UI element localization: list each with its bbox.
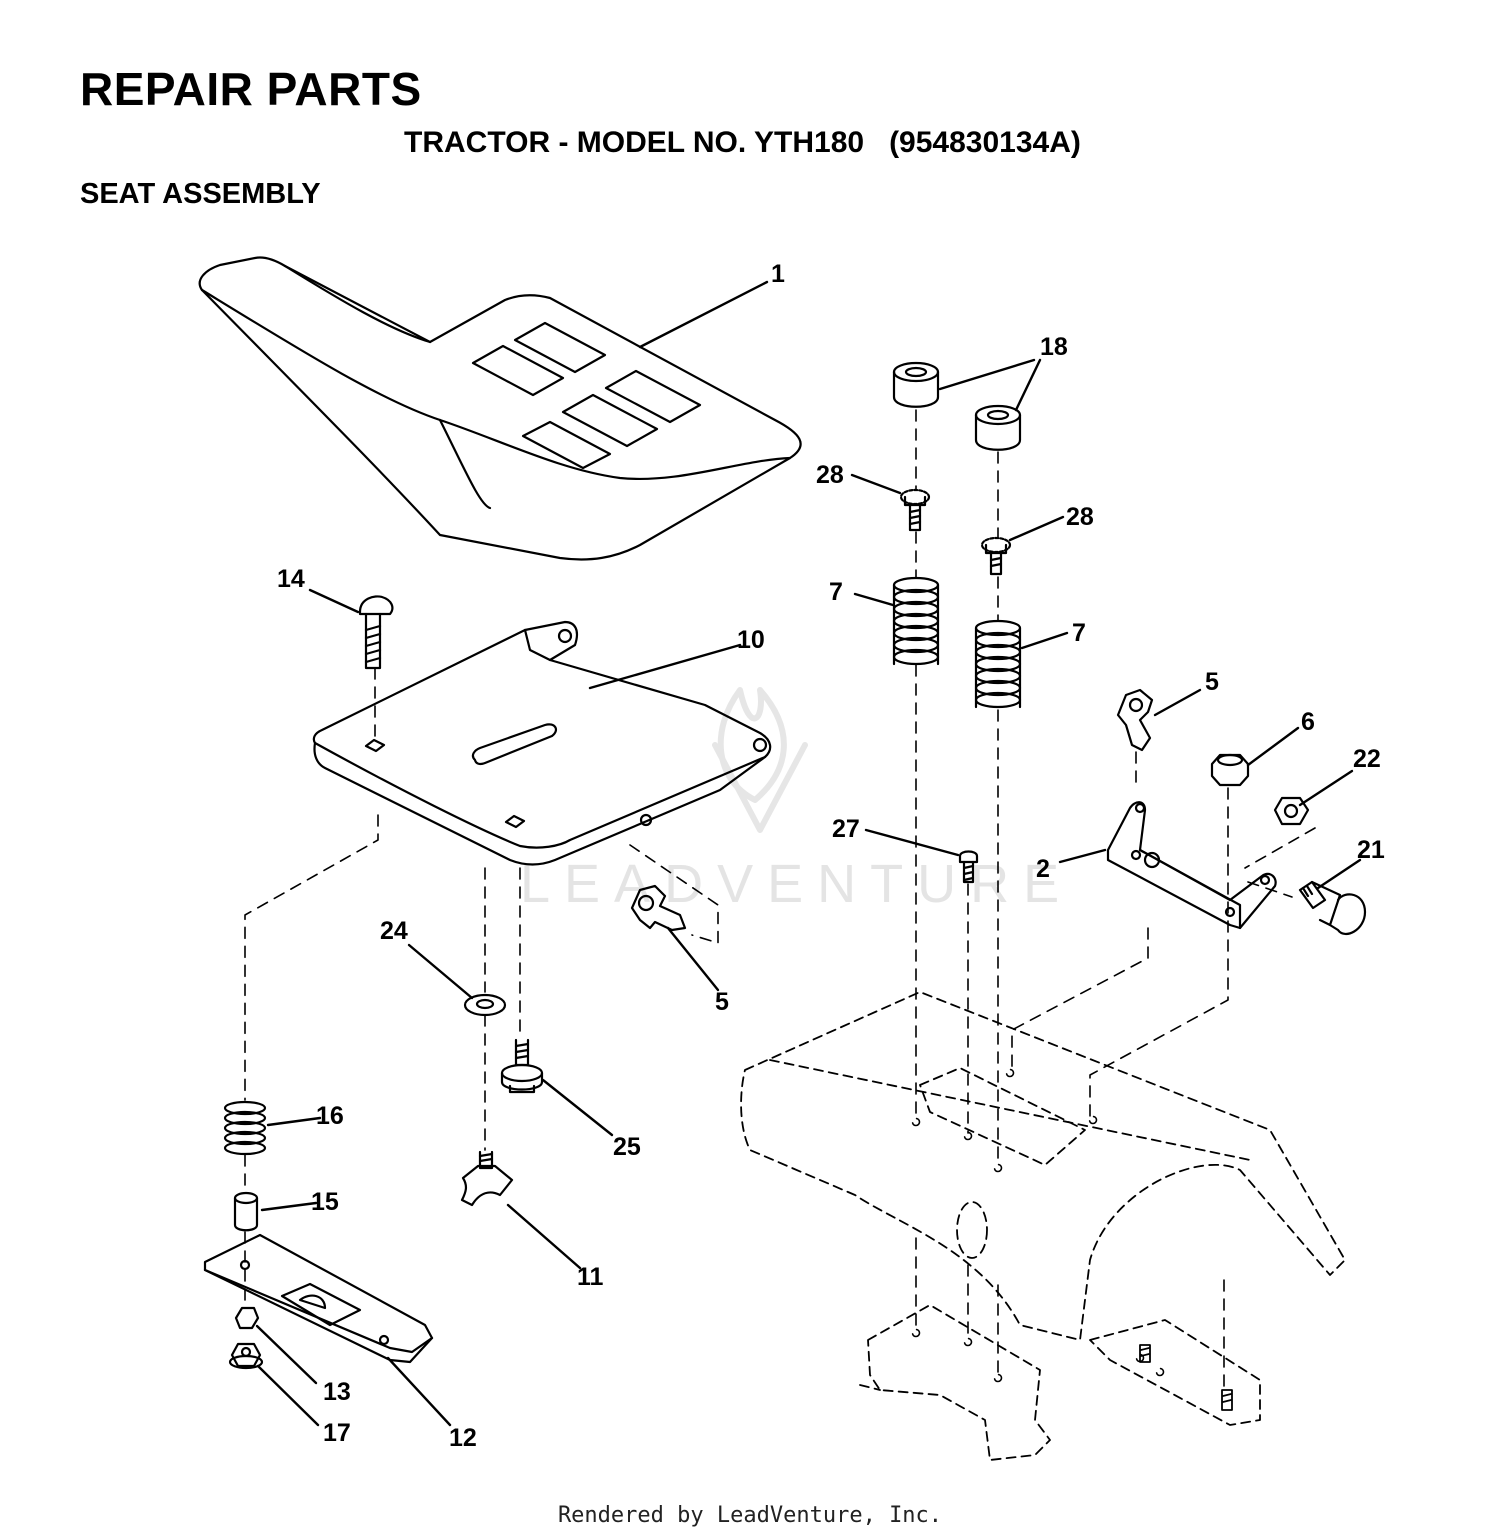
bolt-washer-right (980, 536, 1012, 576)
callout-17: 17 (323, 1419, 351, 1447)
flange-nut (1273, 796, 1310, 826)
weld-studs (1139, 1344, 1233, 1411)
callout-10: 10 (737, 626, 765, 654)
callout-numbers: 1 18 28 28 7 7 14 10 5 6 22 27 2 21 24 5… (277, 260, 1385, 1452)
section-title: SEAT ASSEMBLY (80, 178, 321, 210)
callout-6: 6 (1301, 708, 1315, 736)
bolt-washer-left (899, 488, 931, 532)
footer-credit: Rendered by LeadVenture, Inc. (557, 1503, 943, 1528)
callout-22: 22 (1353, 745, 1381, 773)
callout-14: 14 (277, 565, 305, 593)
callout-11: 11 (577, 1263, 604, 1291)
watermark-text: LEADVENTURE (520, 854, 1073, 914)
callout-24: 24 (380, 917, 408, 945)
slide-rail (203, 1233, 434, 1364)
spring-right (974, 619, 1022, 709)
tractor-fender-outline (740, 991, 1346, 1461)
shoulder-bolt (1298, 880, 1367, 936)
clip-left (630, 884, 687, 932)
callout-13: 13 (323, 1378, 351, 1406)
bushing (233, 1191, 259, 1232)
callout-2: 2 (1036, 855, 1050, 883)
callout-7-right: 7 (1072, 619, 1086, 647)
flange-bolt (500, 1038, 544, 1094)
callout-5-left: 5 (715, 988, 729, 1016)
model-number-line: TRACTOR - MODEL NO. YTH180 (954830134A) (404, 126, 1081, 159)
clip-right (1116, 688, 1154, 752)
callout-25: 25 (613, 1133, 641, 1161)
small-bolt (958, 850, 979, 884)
callout-28-left: 28 (816, 461, 844, 489)
leader-lines (255, 280, 1362, 1427)
callout-7-left: 7 (829, 578, 843, 606)
small-spring (223, 1100, 267, 1156)
spacer-right (974, 404, 1022, 451)
callout-12: 12 (449, 1424, 477, 1452)
callout-21: 21 (1357, 836, 1385, 864)
page-title: REPAIR PARTS (80, 63, 422, 115)
callout-27: 27 (832, 815, 860, 843)
seat (198, 256, 802, 561)
callout-28-right: 28 (1066, 503, 1094, 531)
nut-small (234, 1306, 260, 1330)
flange-nut-lower (228, 1342, 264, 1370)
callout-5-right: 5 (1205, 668, 1219, 696)
assembly-dashed-lines (244, 409, 1316, 1389)
callout-15: 15 (311, 1188, 339, 1216)
carriage-bolt (358, 595, 394, 670)
callout-1: 1 (771, 260, 785, 288)
flame-logo-watermark (712, 687, 808, 833)
seat-bracket (1106, 801, 1277, 930)
callout-18: 18 (1040, 333, 1068, 361)
seat-pan (312, 620, 772, 866)
adjustment-knob (460, 1150, 514, 1207)
callout-16: 16 (316, 1102, 344, 1130)
lock-nut (1210, 753, 1250, 787)
hole-markers (911, 1068, 1165, 1383)
spacer-left (892, 361, 940, 408)
spring-left (892, 576, 940, 666)
